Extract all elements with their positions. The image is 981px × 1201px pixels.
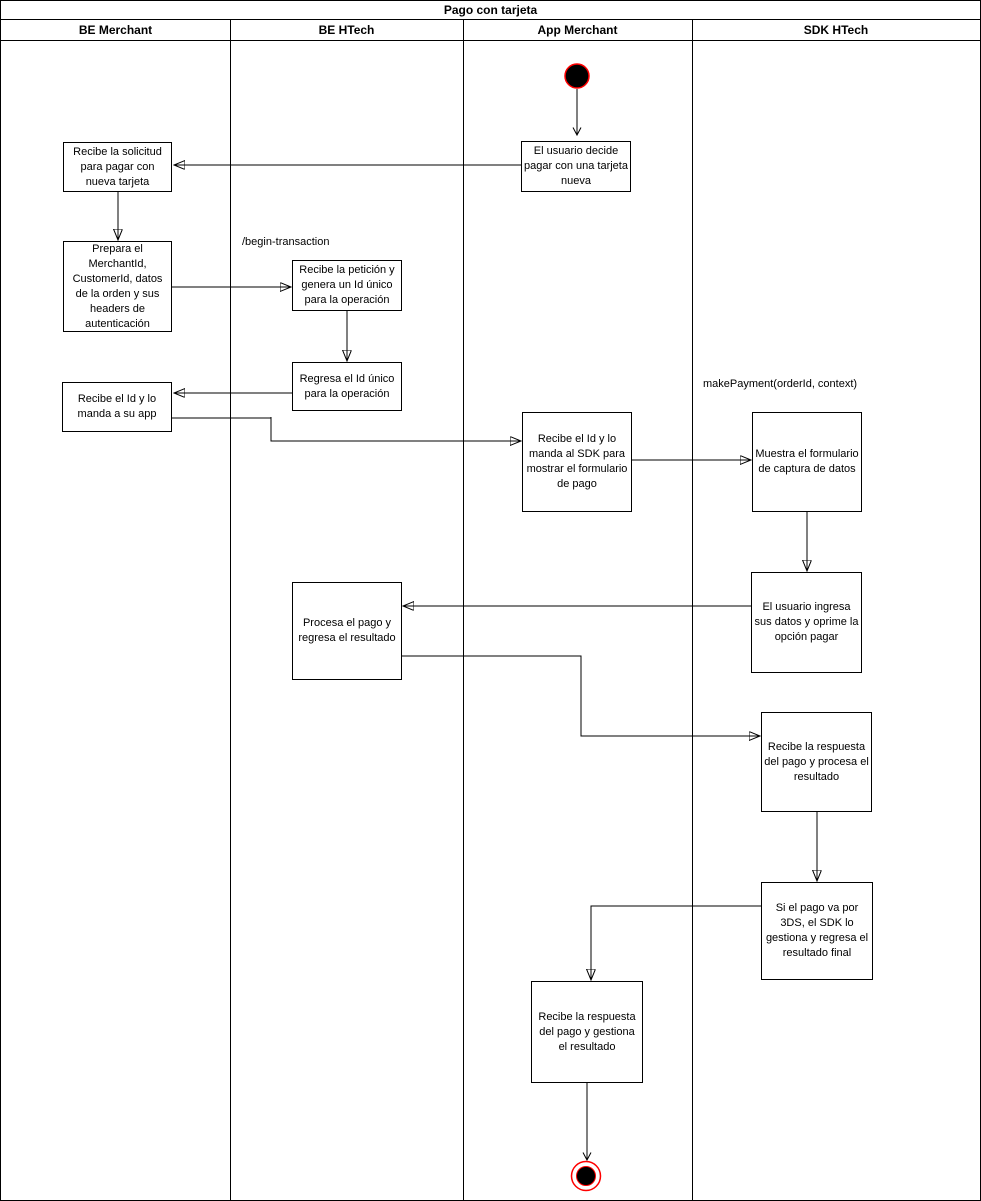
edge-recibe-id-app-to-recibe-id-sdk xyxy=(270,417,521,441)
lane-header-be-htech: BE HTech xyxy=(318,23,375,37)
lane-divider-3 xyxy=(692,20,693,1200)
activity-prepara-datos: Prepara el MerchantId, CustomerId, datos… xyxy=(63,241,172,332)
activity-muestra-formulario: Muestra el formulario de captura de dato… xyxy=(752,412,862,512)
activity-usuario-ingresa: El usuario ingresa sus datos y oprime la… xyxy=(751,572,862,673)
edge-procesa-pago-to-recibe-respuesta-procesa xyxy=(402,655,760,736)
lane-divider-2 xyxy=(463,20,464,1200)
activity-recibe-id-app: Recibe el Id y lo manda a su app xyxy=(62,382,172,432)
activity-recibe-respuesta-gestiona: Recibe la respuesta del pago y gestiona … xyxy=(531,981,643,1083)
activity-regresa-id: Regresa el Id único para la operación xyxy=(292,362,402,411)
end-node-outer-ring xyxy=(570,1160,602,1192)
edge-3ds-to-recibe-respuesta-gestiona xyxy=(591,905,761,980)
diagram-title: Pago con tarjeta xyxy=(1,1,980,20)
lane-headers: BE Merchant BE HTech App Merchant SDK HT… xyxy=(1,20,980,41)
activity-procesa-pago: Procesa el pago y regresa el resultado xyxy=(292,582,402,680)
activity-recibe-respuesta-procesa: Recibe la respuesta del pago y procesa e… xyxy=(761,712,872,812)
edge-label-make-payment: makePayment(orderId, context) xyxy=(703,378,858,390)
activity-recibe-id-sdk: Recibe el Id y lo manda al SDK para most… xyxy=(522,412,632,512)
lane-divider-1 xyxy=(230,20,231,1200)
edge-label-begin-transaction: /begin-transaction xyxy=(242,236,330,248)
lane-header-app-merchant: App Merchant xyxy=(537,23,618,37)
lane-header-be-merchant: BE Merchant xyxy=(78,23,153,37)
activity-pago-3ds: Si el pago va por 3DS, el SDK lo gestion… xyxy=(761,882,873,980)
lane-header-sdk-htech: SDK HTech xyxy=(803,23,869,37)
activity-recibe-peticion: Recibe la petición y genera un Id único … xyxy=(292,260,402,311)
end-node-inner-disc xyxy=(576,1166,596,1186)
activity-usuario-decide: El usuario decide pagar con una tarjeta … xyxy=(521,141,631,192)
start-node xyxy=(564,63,590,89)
activity-recibe-solicitud: Recibe la solicitud para pagar con nueva… xyxy=(63,142,172,192)
